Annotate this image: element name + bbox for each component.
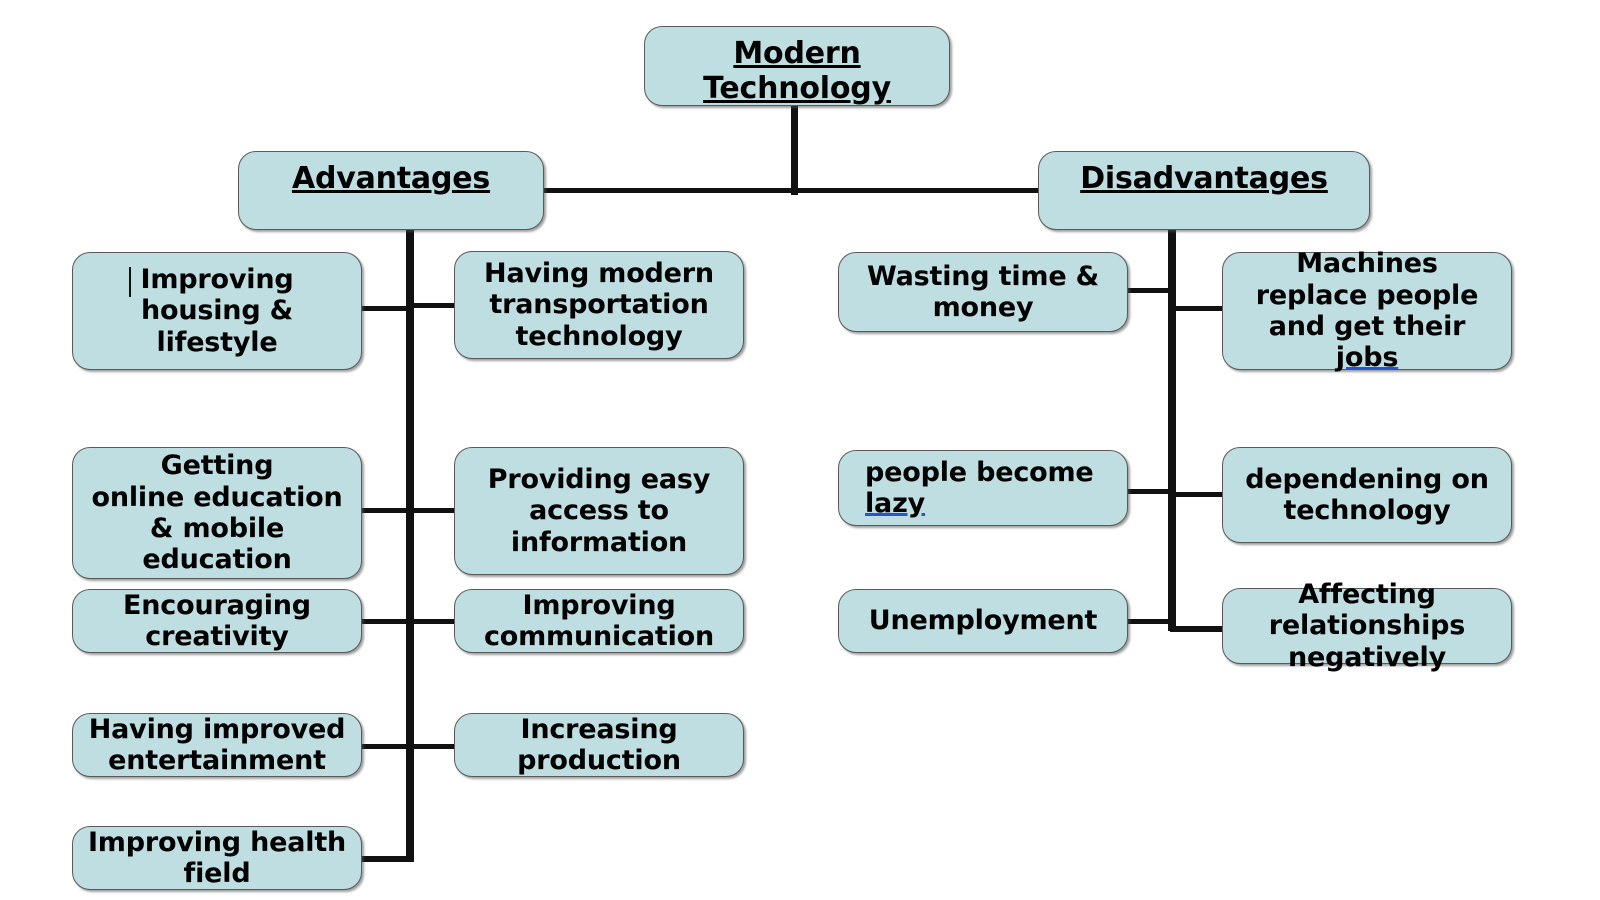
connector-dis-relationships [1170, 626, 1224, 632]
node-getting-online-education-label: Getting online education & mobile educat… [91, 450, 343, 576]
node-increasing-production-label: Increasing production [517, 713, 681, 776]
connector-adv-education [360, 508, 412, 513]
connector-adv-entertainment [358, 744, 412, 749]
connector-trunk-horizontal [540, 188, 1045, 193]
node-disadvantages[interactable]: Disadvantages [1038, 151, 1370, 230]
connector-adv-housing [360, 306, 412, 311]
node-affecting-relationships-negatively-label: Affecting relationships negatively [1268, 579, 1466, 673]
connector-left-spine [406, 222, 414, 862]
node-people-become-lazy-label: people become lazy [865, 456, 1094, 519]
node-improving-housing-lifestyle-label: Improving housing & lifestyle [140, 264, 294, 358]
node-wasting-time-money[interactable]: Wasting time & money [838, 252, 1128, 332]
node-encouraging-creativity[interactable]: Encouraging creativity [72, 589, 362, 653]
node-advantages[interactable]: Advantages [238, 151, 544, 230]
connector-adv-creativity [360, 619, 412, 624]
node-having-modern-transportation[interactable]: Having modern transportation technology [454, 251, 744, 359]
node-providing-easy-access[interactable]: Providing easy access to information [454, 447, 744, 575]
node-machines-replace-people[interactable]: Machines replace people and get their jo… [1222, 248, 1512, 373]
spellcheck-word-jobs: jobs [1335, 342, 1399, 374]
node-depending-on-technology-label: dependening on technology [1245, 463, 1489, 526]
node-improving-housing-lifestyle[interactable]: Improving housing & lifestyle [72, 252, 362, 370]
connector-adv-information [410, 508, 458, 513]
node-wasting-time-money-label: Wasting time & money [867, 260, 1099, 323]
node-encouraging-creativity-label: Encouraging creativity [123, 589, 311, 652]
node-affecting-relationships-negatively[interactable]: Affecting relationships negatively [1222, 579, 1512, 673]
connector-dis-depending [1172, 492, 1224, 497]
node-having-improved-entertainment-label: Having improved entertainment [88, 713, 346, 776]
node-improving-communication[interactable]: Improving communication [454, 589, 744, 653]
node-unemployment-label: Unemployment [868, 605, 1098, 637]
node-people-become-lazy[interactable]: people become lazy [838, 450, 1128, 526]
node-modern-technology-label: Modern Technology [703, 36, 891, 106]
node-having-modern-transportation-label: Having modern transportation technology [484, 258, 714, 352]
node-improving-communication-label: Improving communication [483, 589, 715, 652]
node-improving-health-field-label: Improving health field [87, 826, 347, 889]
connector-dis-wasting [1122, 288, 1172, 293]
spellcheck-word-lazy: lazy [865, 488, 925, 519]
node-providing-easy-access-label: Providing easy access to information [487, 464, 711, 558]
connector-dis-unemployment [1120, 619, 1172, 624]
connector-adv-communication [410, 619, 458, 624]
node-increasing-production[interactable]: Increasing production [454, 713, 744, 777]
connector-root-stem [791, 103, 798, 195]
connector-dis-machines [1172, 306, 1224, 311]
node-having-improved-entertainment[interactable]: Having improved entertainment [72, 713, 362, 777]
text-caret-artifact [129, 267, 131, 297]
connector-adv-production [410, 744, 458, 749]
node-modern-technology[interactable]: Modern Technology [644, 26, 950, 106]
connector-adv-health [358, 856, 414, 862]
node-getting-online-education[interactable]: Getting online education & mobile educat… [72, 447, 362, 579]
connector-dis-lazy [1122, 489, 1172, 494]
connector-adv-transport [410, 303, 458, 308]
node-advantages-label: Advantages [291, 161, 491, 196]
connector-right-spine [1168, 222, 1176, 631]
node-machines-replace-people-label: Machines replace people and get their jo… [1255, 248, 1479, 374]
node-unemployment[interactable]: Unemployment [838, 589, 1128, 653]
node-disadvantages-label: Disadvantages [1080, 161, 1328, 196]
node-depending-on-technology[interactable]: dependening on technology [1222, 447, 1512, 543]
node-improving-health-field[interactable]: Improving health field [72, 826, 362, 890]
